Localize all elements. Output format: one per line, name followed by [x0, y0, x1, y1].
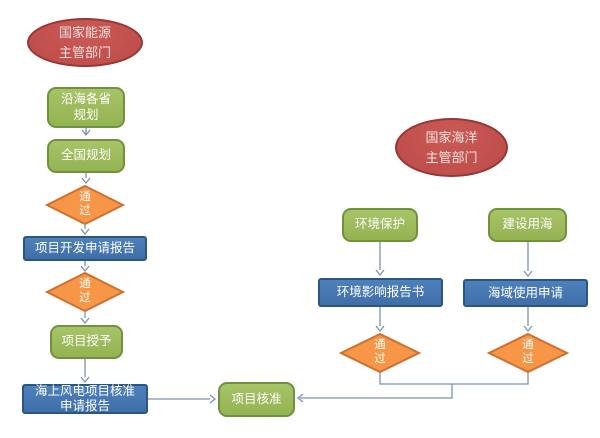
decision-pass4-label: 通 过 [522, 339, 534, 366]
decision-diamond-pass1 [44, 184, 126, 226]
connector-offshore-to-approval [148, 394, 217, 404]
node-project-award: 项目授予 [50, 325, 123, 359]
connector-award-to-offshore [80, 359, 90, 384]
connector-devreport-to-pass2 [80, 261, 90, 273]
node-environmental-impact-report: 环境影响报告书 [318, 278, 443, 307]
connector-national-to-pass1 [81, 173, 91, 185]
decision-diamond-pass3 [338, 332, 422, 374]
node-project-approval: 项目核准 [218, 382, 295, 417]
connector-merge-bus [379, 372, 529, 385]
node-construction-sea-use-label: 建设用海 [502, 217, 553, 232]
node-energy-authority: 国家能源 主管部门 [27, 18, 143, 67]
node-coastal-provinces-planning: 沿海各省 规划 [47, 87, 125, 128]
decision-pass2-label: 通 过 [79, 278, 91, 305]
node-sea-area-use-application: 海域使用申请 [463, 279, 588, 307]
decision-diamond-pass2 [44, 271, 126, 313]
connector-bus-to-approval [296, 384, 453, 403]
node-project-award-label: 项目授予 [61, 334, 112, 349]
connector-consea-to-seause [523, 242, 533, 278]
node-construction-sea-use: 建设用海 [488, 208, 567, 242]
node-environmental-protection-label: 环境保护 [354, 217, 405, 232]
node-offshore-wind-approval-application-report-label: 海上风电项目核准 申请报告 [34, 384, 135, 413]
node-environmental-impact-report-label: 环境影响报告书 [336, 285, 425, 299]
node-project-development-application-report-label: 项目开发申请报告 [34, 241, 135, 255]
decision-pass3-label: 通 过 [374, 339, 386, 366]
node-project-approval-label: 项目核准 [231, 391, 282, 406]
node-coastal-provinces-planning-label: 沿海各省 规划 [60, 91, 111, 122]
node-project-development-application-report: 项目开发申请报告 [23, 236, 147, 261]
node-sea-area-use-application-label: 海域使用申请 [487, 285, 563, 300]
node-ocean-authority-label: 国家海洋 主管部门 [425, 130, 478, 165]
connector-envprot-to-envreport [375, 242, 385, 277]
connector-pass1-to-devreport [80, 225, 90, 236]
connector-seause-to-pass4 [523, 307, 533, 333]
decision-diamond-pass4 [486, 332, 570, 374]
node-environmental-protection: 环境保护 [342, 208, 418, 242]
arrowhead-down-1 [81, 129, 91, 137]
node-offshore-wind-approval-application-report: 海上风电项目核准 申请报告 [22, 384, 148, 414]
connector-pass2-to-award [80, 311, 90, 325]
connector-envreport-to-pass3 [375, 307, 385, 333]
node-national-planning: 全国规划 [47, 139, 125, 173]
decision-pass1-label: 通 过 [79, 191, 91, 218]
node-energy-authority-label: 国家能源 主管部门 [58, 25, 111, 60]
node-national-planning-label: 全国规划 [60, 148, 111, 163]
node-ocean-authority: 国家海洋 主管部门 [395, 118, 508, 177]
